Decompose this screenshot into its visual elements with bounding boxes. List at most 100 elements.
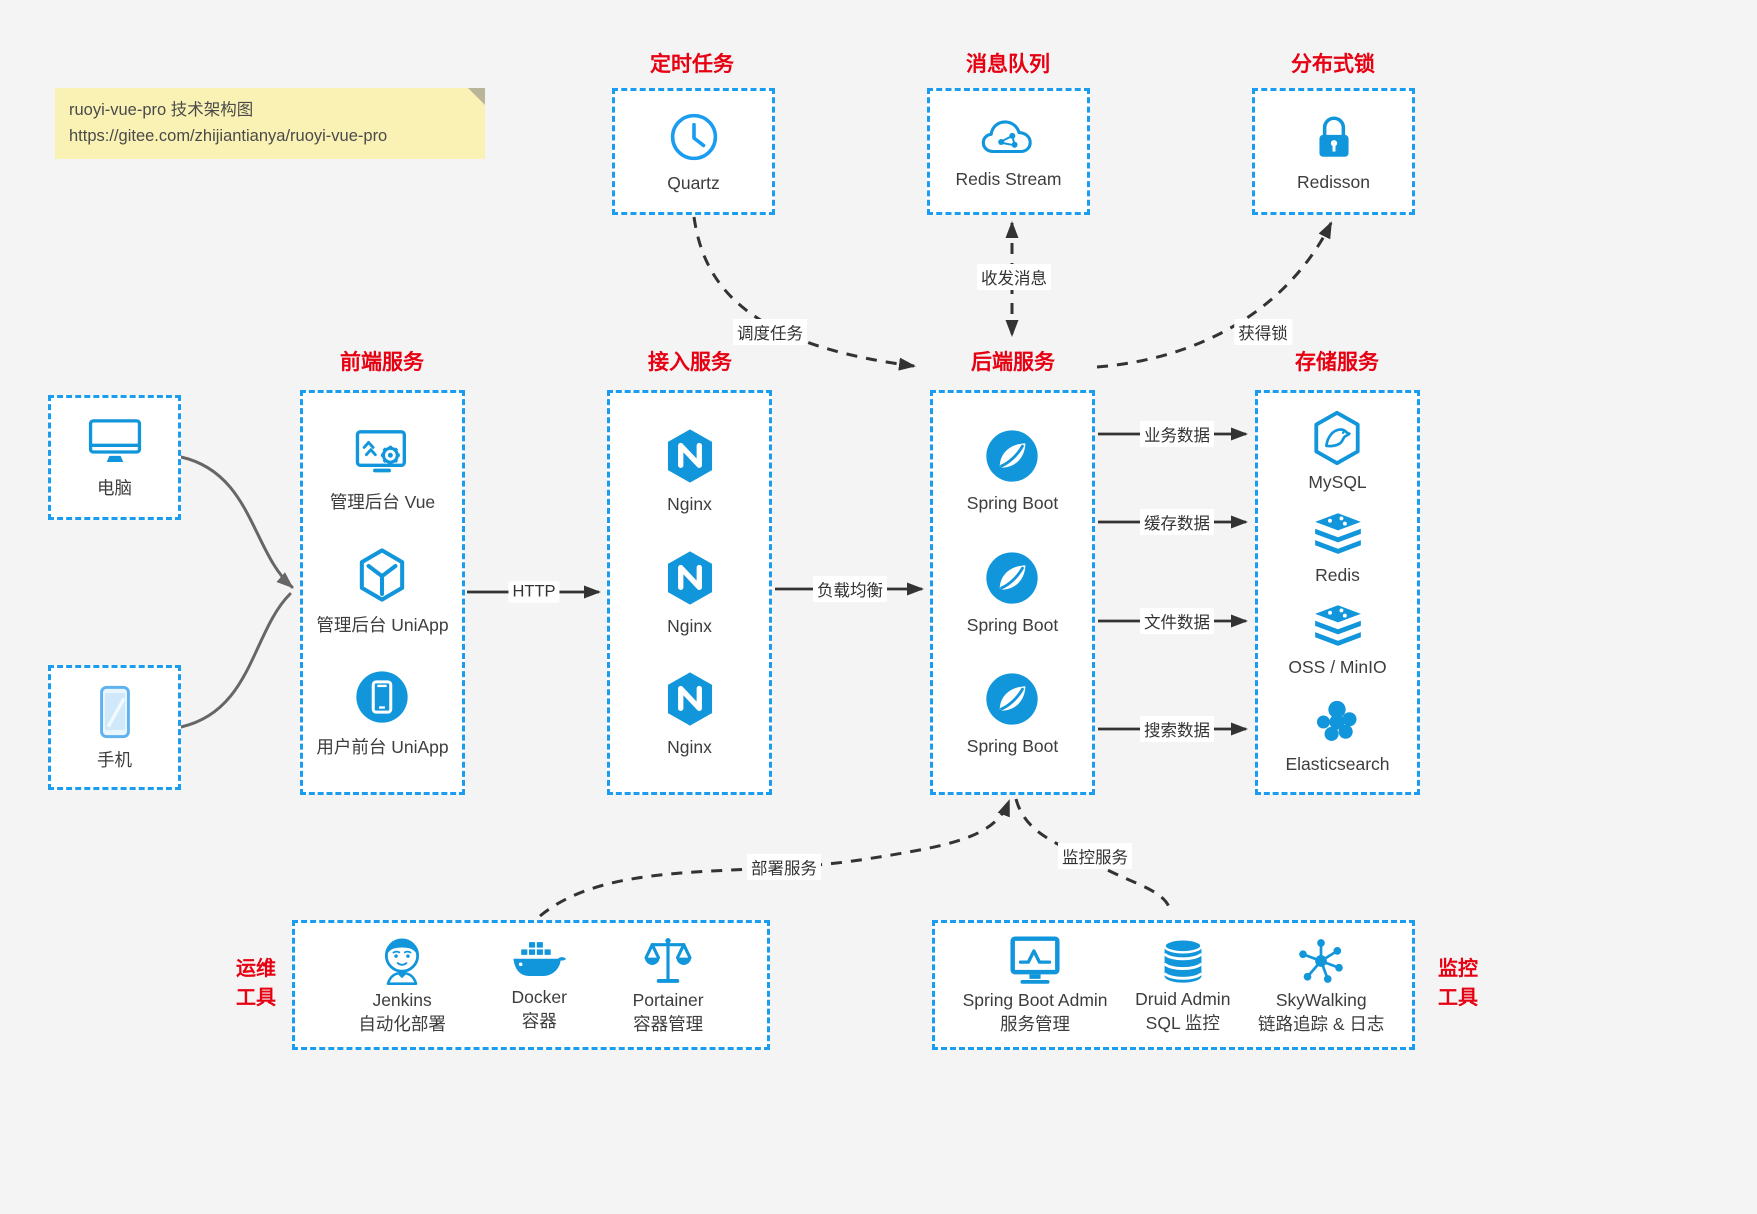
portainer-label: Portainer bbox=[632, 990, 704, 1011]
backend-box: Spring Boot Spring Boot Spring Boot bbox=[930, 390, 1095, 795]
edge-acquire-lock bbox=[1096, 221, 1333, 369]
nginx-label: Nginx bbox=[667, 737, 712, 758]
spring-boot-icon bbox=[986, 551, 1039, 604]
monitoring-tools-box: Spring Boot Admin 服务管理 Druid Admin SQL 监… bbox=[932, 920, 1415, 1050]
edge-label-schedule-task: 调度任务 bbox=[733, 319, 807, 345]
storage-item-elasticsearch: Elasticsearch bbox=[1285, 696, 1390, 775]
edge-label-monitor-service: 监控服务 bbox=[1058, 843, 1132, 869]
jenkins-sublabel: 自动化部署 bbox=[358, 1014, 446, 1034]
ops-item-jenkins: Jenkins 自动化部署 bbox=[358, 934, 446, 1036]
redis-label: Redis bbox=[1315, 564, 1360, 585]
sticky-note: ruoyi-vue-pro 技术架构图 https://gitee.com/zh… bbox=[55, 88, 485, 159]
note-title: ruoyi-vue-pro 技术架构图 bbox=[69, 101, 254, 119]
portainer-icon bbox=[644, 938, 692, 983]
group-title-message-queue: 消息队列 bbox=[966, 53, 1050, 76]
frontend-box: 管理后台 Vue 管理后台 UniApp 用户前台 UniApp bbox=[300, 390, 465, 795]
sba-label: Spring Boot Admin bbox=[962, 990, 1108, 1011]
nginx-icon bbox=[667, 429, 712, 483]
edge-label-send-receive-message: 收发消息 bbox=[977, 264, 1051, 290]
elasticsearch-label: Elasticsearch bbox=[1285, 753, 1390, 774]
gateway-item-nginx-2: Nginx bbox=[662, 549, 718, 637]
gateway-item-nginx-3: Nginx bbox=[662, 670, 718, 758]
storage-box: MySQL Redis OSS / MinIO bbox=[1255, 390, 1420, 795]
skywalking-label: SkyWalking bbox=[1275, 990, 1367, 1011]
user-uniapp-label: 用户前台 UniApp bbox=[316, 737, 449, 758]
edge-computer-to-frontend bbox=[179, 455, 294, 589]
storage-item-oss-minio: OSS / MinIO bbox=[1288, 603, 1387, 678]
docker-label: Docker bbox=[511, 987, 567, 1008]
group-title-gateway: 接入服务 bbox=[648, 351, 732, 374]
edge-label-business-data: 业务数据 bbox=[1140, 421, 1214, 447]
springboot-label: Spring Boot bbox=[966, 735, 1059, 756]
uniapp-cube-icon bbox=[360, 547, 405, 602]
monitoring-item-druid: Druid Admin SQL 监控 bbox=[1135, 935, 1230, 1035]
edge-label-search-data: 搜索数据 bbox=[1140, 716, 1214, 742]
spring-boot-icon bbox=[986, 673, 1039, 725]
nginx-label: Nginx bbox=[667, 615, 712, 636]
frontend-item-admin-vue: 管理后台 Vue bbox=[330, 426, 435, 514]
edge-label-deploy-service: 部署服务 bbox=[747, 854, 821, 880]
sba-sublabel: 服务管理 bbox=[1000, 1014, 1071, 1034]
jenkins-label: Jenkins bbox=[372, 990, 432, 1011]
frontend-item-user-uniapp: 用户前台 UniApp bbox=[316, 669, 449, 759]
computer-label: 电脑 bbox=[97, 477, 132, 498]
elasticsearch-icon bbox=[1317, 700, 1357, 741]
gateway-box: Nginx Nginx Nginx bbox=[607, 390, 772, 795]
clock-icon bbox=[670, 113, 717, 160]
group-title-backend: 后端服务 bbox=[971, 351, 1055, 374]
group-title-frontend: 前端服务 bbox=[340, 351, 424, 374]
desktop-icon bbox=[88, 418, 141, 462]
jenkins-icon bbox=[385, 938, 420, 986]
redisson-box: Redisson bbox=[1252, 88, 1415, 215]
quartz-box: Quartz bbox=[612, 88, 775, 215]
skywalking-sublabel: 链路追踪 & 日志 bbox=[1258, 1014, 1385, 1034]
group-title-scheduled-tasks: 定时任务 bbox=[650, 53, 734, 76]
mysql-label: MySQL bbox=[1308, 472, 1367, 493]
edge-label-file-data: 文件数据 bbox=[1140, 608, 1214, 634]
monitoring-tools-title: 监控 工具 bbox=[1438, 958, 1478, 1009]
redisson-label: Redisson bbox=[1297, 171, 1370, 192]
oss-minio-label: OSS / MinIO bbox=[1288, 657, 1387, 678]
edge-schedule-task bbox=[692, 216, 916, 371]
admin-vue-label: 管理后台 Vue bbox=[329, 491, 436, 512]
redis-stream-box: Redis Stream bbox=[927, 88, 1090, 215]
backend-item-springboot-1: Spring Boot bbox=[967, 428, 1058, 514]
druid-label: Druid Admin bbox=[1135, 989, 1231, 1010]
druid-icon bbox=[1163, 938, 1203, 983]
edge-phone-to-frontend bbox=[179, 592, 292, 729]
docker-sublabel: 容器 bbox=[521, 1011, 557, 1031]
storage-item-mysql: MySQL bbox=[1308, 410, 1367, 493]
nginx-icon bbox=[667, 550, 712, 605]
monitoring-item-skywalking: SkyWalking 链路追踪 & 日志 bbox=[1258, 934, 1384, 1036]
ops-tools-box: Jenkins 自动化部署 Docker 容器 bbox=[292, 920, 770, 1050]
admin-vue-icon bbox=[356, 429, 407, 473]
storage-item-redis: Redis bbox=[1310, 511, 1366, 586]
redis-stream-label: Redis Stream bbox=[955, 168, 1062, 189]
backend-item-springboot-2: Spring Boot bbox=[967, 550, 1058, 636]
ops-item-portainer: Portainer 容器管理 bbox=[633, 934, 704, 1036]
edge-label-http: HTTP bbox=[508, 581, 560, 603]
note-url: https://gitee.com/zhijiantianya/ruoyi-vu… bbox=[69, 127, 388, 146]
ops-item-docker: Docker 容器 bbox=[509, 937, 569, 1033]
nginx-label: Nginx bbox=[667, 493, 712, 514]
storage-stack-icon bbox=[1314, 605, 1361, 647]
phone-label: 手机 bbox=[97, 749, 132, 770]
nginx-icon bbox=[667, 672, 712, 726]
backend-item-springboot-3: Spring Boot bbox=[967, 671, 1058, 757]
lock-icon bbox=[1318, 116, 1349, 157]
group-title-storage: 存储服务 bbox=[1295, 351, 1379, 374]
mobile-app-icon bbox=[356, 671, 409, 723]
group-title-distributed-lock: 分布式锁 bbox=[1291, 53, 1375, 76]
spring-boot-admin-icon bbox=[1010, 936, 1060, 984]
quartz-label: Quartz bbox=[667, 172, 720, 193]
smartphone-icon bbox=[99, 685, 130, 738]
redis-stack-icon bbox=[1314, 513, 1361, 554]
admin-uniapp-label: 管理后台 UniApp bbox=[316, 614, 449, 635]
mysql-icon bbox=[1314, 411, 1361, 466]
monitoring-item-sba: Spring Boot Admin 服务管理 bbox=[963, 934, 1108, 1036]
skywalking-icon bbox=[1299, 939, 1344, 983]
cloud-stream-icon bbox=[981, 119, 1032, 153]
gateway-item-nginx-1: Nginx bbox=[662, 427, 718, 515]
